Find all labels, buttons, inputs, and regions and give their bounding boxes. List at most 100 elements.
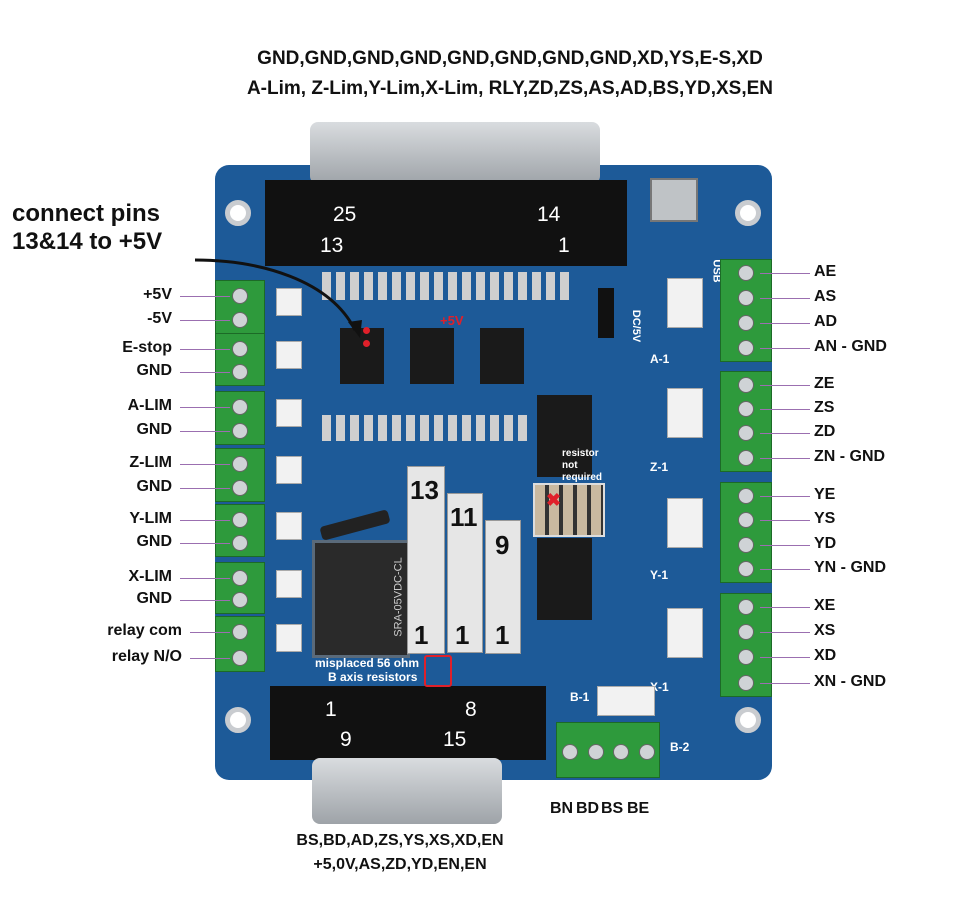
right-pin-label: ZN - GND <box>814 448 886 465</box>
screw-terminal <box>232 423 248 439</box>
screw-terminal <box>738 290 754 306</box>
screw-terminal <box>588 744 604 760</box>
pin-leader-line <box>180 372 230 373</box>
pin-leader-line <box>760 632 810 633</box>
pin-leader-line <box>180 600 230 601</box>
mount-hole <box>735 200 761 226</box>
jst-x1 <box>667 608 703 658</box>
right-pin-label: YN - GND <box>814 559 886 576</box>
pin-leader-line <box>180 407 230 408</box>
screw-terminal <box>232 592 248 608</box>
pin-leader-line <box>760 348 810 349</box>
screw-terminal <box>738 265 754 281</box>
header-11-pin <box>447 493 483 653</box>
usb-port <box>650 178 698 222</box>
plus5v-marker: +5V <box>440 313 464 328</box>
pin-leader-line <box>760 273 810 274</box>
db15-pin8: 8 <box>465 698 477 721</box>
pin-leader-line <box>190 632 230 633</box>
ic-chip <box>480 328 524 384</box>
db15-pin1: 1 <box>325 698 337 721</box>
screw-terminal <box>232 624 248 640</box>
jst-connector <box>276 456 302 484</box>
bottom-pinout-line2: +5,0V,AS,ZD,YD,EN,EN <box>313 856 487 873</box>
left-pin-label: Z-LIM <box>129 454 172 471</box>
silk-a1: A-1 <box>650 352 670 366</box>
pin-leader-line <box>760 496 810 497</box>
screw-terminal <box>738 512 754 528</box>
db15-pin15: 15 <box>443 728 467 751</box>
pin-leader-line <box>760 385 810 386</box>
screw-terminal <box>232 535 248 551</box>
screw-terminal <box>738 315 754 331</box>
screw-terminal <box>738 488 754 504</box>
screw-terminal <box>232 288 248 304</box>
ic-chip <box>537 538 592 620</box>
right-pin-label: YE <box>814 486 836 503</box>
screw-terminal <box>232 341 248 357</box>
left-pin-label: E-stop <box>122 339 172 356</box>
note-misplaced-line1: misplaced 56 ohm <box>315 656 420 670</box>
pin-marker <box>363 340 370 347</box>
relay: SRA-05VDC-CL <box>312 540 410 658</box>
right-pin-label: AN - GND <box>814 338 887 355</box>
screw-terminal <box>738 537 754 553</box>
callout-arrow <box>194 258 362 338</box>
pin-leader-line <box>760 607 810 608</box>
jst-a1 <box>667 278 703 328</box>
screw-terminal <box>232 512 248 528</box>
right-pin-label: XN - GND <box>814 673 886 690</box>
bottom-pinout-line1: BS,BD,AD,ZS,YS,XS,XD,EN <box>296 832 504 849</box>
db25-connector-body <box>310 122 600 184</box>
jst-connector <box>276 624 302 652</box>
bottom-pin-label: BD <box>576 800 600 817</box>
screw-terminal <box>232 480 248 496</box>
left-pin-label: GND <box>136 533 172 550</box>
mount-hole <box>735 707 761 733</box>
pin-leader-line <box>180 520 230 521</box>
relay-label: SRA-05VDC-CL <box>392 557 405 637</box>
left-pin-label: relay N/O <box>111 648 182 665</box>
note-line: resistor <box>562 448 599 459</box>
right-pin-label: YD <box>814 535 837 552</box>
right-pin-label: YS <box>814 510 836 527</box>
header-13-top: 13 <box>410 475 439 505</box>
pin-leader-line <box>760 409 810 410</box>
screw-terminal <box>738 401 754 417</box>
header-9-bottom: 1 <box>495 620 510 650</box>
note-line: not <box>562 460 578 471</box>
red-x-mark: ✖ <box>546 490 562 510</box>
screw-terminal <box>232 456 248 472</box>
pin-leader-line <box>180 320 230 321</box>
resistor-array <box>533 483 605 537</box>
power-switch <box>598 288 614 338</box>
db15-pin9: 9 <box>340 728 352 751</box>
screw-terminal <box>738 649 754 665</box>
note-resistor-not-required: resistor not required <box>562 448 602 484</box>
pin-leader-line <box>760 520 810 521</box>
screw-terminal <box>738 450 754 466</box>
top-pinout-line2: A-Lim, Z-Lim,Y-Lim,X-Lim, RLY,ZD,ZS,AS,A… <box>246 78 774 99</box>
right-pin-label: ZE <box>814 375 835 392</box>
resistor-row <box>322 272 572 300</box>
screw-terminal <box>738 377 754 393</box>
screw-terminal <box>738 624 754 640</box>
pin-leader-line <box>180 578 230 579</box>
db15-connector-body <box>312 758 502 824</box>
ic-chip <box>410 328 454 384</box>
jst-z1 <box>667 388 703 438</box>
silk-y1: Y-1 <box>650 568 669 582</box>
left-pin-label: Y-LIM <box>129 510 172 527</box>
resistor-row <box>322 415 532 441</box>
pin-leader-line <box>180 464 230 465</box>
left-pin-label: relay com <box>107 622 182 639</box>
jst-connector <box>276 512 302 540</box>
left-pin-label: GND <box>136 362 172 379</box>
left-pin-label: GND <box>136 478 172 495</box>
jst-b1 <box>597 686 655 716</box>
pin-leader-line <box>180 296 230 297</box>
db25-pin14: 14 <box>537 203 561 226</box>
db25-pin1: 1 <box>558 234 570 257</box>
left-pin-label: GND <box>136 590 172 607</box>
